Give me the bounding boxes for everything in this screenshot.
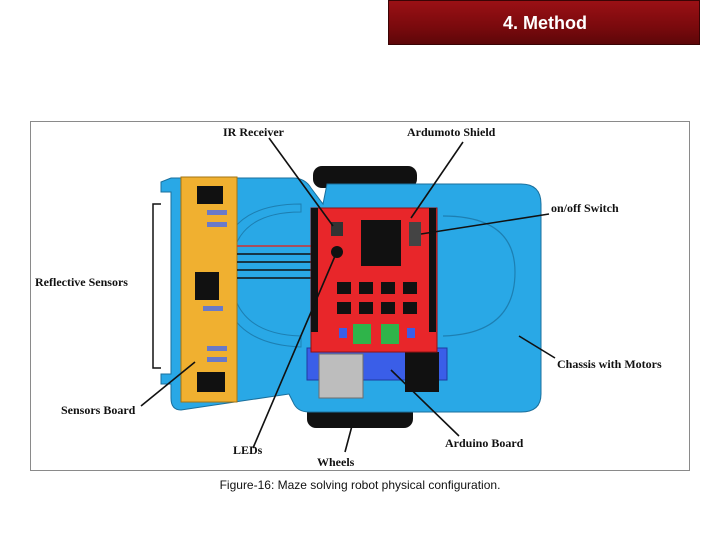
main-chip — [361, 220, 401, 266]
leader-on-off-switch — [420, 213, 550, 235]
label-on-off-switch: on/off Switch — [551, 201, 619, 215]
leader-ardumoto-shield — [410, 141, 464, 219]
switch-component — [409, 222, 421, 246]
label-chassis-with-motors: Chassis with Motors — [557, 357, 662, 371]
resistor-1 — [207, 210, 227, 215]
label-reflective-sensors: Reflective Sensors — [35, 275, 128, 289]
robot-diagram: IR Receiver Ardumoto Shield on/off Switc… — [35, 125, 662, 469]
terminal-blue-2 — [407, 328, 415, 338]
label-arduino-board: Arduino Board — [445, 436, 524, 450]
leader-arduino-board — [390, 369, 460, 437]
figure-caption: Figure-16: Maze solving robot physical c… — [219, 478, 501, 492]
leader-sensors-board — [140, 361, 196, 407]
header-left — [311, 208, 318, 332]
resistor-5 — [207, 357, 227, 362]
chip-row1-4 — [403, 282, 417, 294]
leader-chassis-with-motors — [518, 335, 556, 359]
terminal-blue-1 — [339, 328, 347, 338]
section-header-bar: 4. Method — [388, 0, 700, 45]
leader-leds — [252, 255, 336, 449]
reflective-sensor-2 — [195, 272, 219, 300]
label-wheels: Wheels — [317, 455, 355, 469]
chip-row2-2 — [359, 302, 373, 314]
usb-connector — [318, 353, 364, 399]
resistor-4 — [207, 346, 227, 351]
label-ardumoto-shield: Ardumoto Shield — [407, 125, 496, 139]
chip-row2-4 — [403, 302, 417, 314]
reflective-sensor-1 — [197, 186, 223, 204]
label-ir-receiver: IR Receiver — [223, 125, 285, 139]
chassis-right-contour — [442, 215, 516, 337]
header-right — [429, 208, 436, 332]
terminal-green-2 — [381, 324, 399, 344]
chip-row1-1 — [337, 282, 351, 294]
reflective-sensors-bracket — [152, 203, 161, 369]
terminal-green-1 — [353, 324, 371, 344]
top-wheel — [313, 166, 417, 188]
label-sensors-board: Sensors Board — [61, 403, 136, 417]
robot-diagram-figure: IR Receiver Ardumoto Shield on/off Switc… — [30, 121, 690, 471]
chip-row1-3 — [381, 282, 395, 294]
leader-ir-receiver — [268, 137, 334, 227]
chip-row2-3 — [381, 302, 395, 314]
resistor-3 — [203, 306, 223, 311]
ir-receiver-component — [331, 222, 343, 236]
label-leds: LEDs — [233, 443, 263, 457]
chip-row1-2 — [359, 282, 373, 294]
section-title: 4. Method — [503, 13, 587, 33]
leader-wheels — [344, 421, 354, 453]
power-jack — [405, 352, 439, 392]
resistor-2 — [207, 222, 227, 227]
led-component — [331, 246, 343, 258]
chip-row2-1 — [337, 302, 351, 314]
reflective-sensor-3 — [197, 372, 225, 392]
